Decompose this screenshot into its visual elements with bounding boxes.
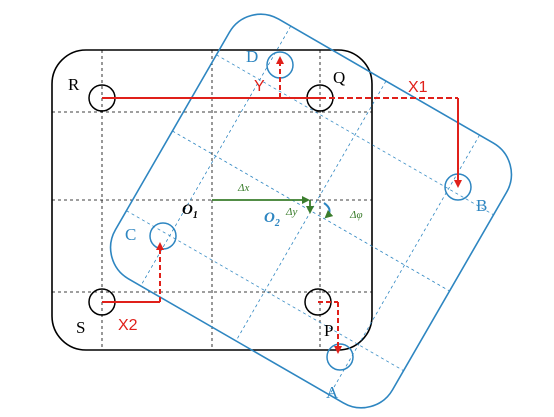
label-Q: Q — [333, 68, 345, 87]
label-origin-1: O1 — [182, 202, 198, 221]
hole-C — [149, 222, 177, 250]
label-A: A — [326, 383, 339, 402]
label-delta-phi: Δφ — [349, 209, 363, 221]
label-Y: Y — [254, 78, 265, 95]
label-delta-x: Δx — [237, 182, 249, 194]
label-delta-y: Δy — [285, 206, 297, 218]
hole-A — [326, 343, 354, 371]
rotated-panel-outline — [109, 13, 513, 409]
label-origin-2: O2 — [264, 210, 280, 229]
label-D: D — [246, 47, 258, 66]
label-X1: X1 — [408, 79, 428, 96]
label-X2: X2 — [118, 317, 138, 334]
label-R: R — [68, 75, 80, 94]
label-P: P — [324, 321, 333, 340]
delta-phi-arc-icon — [323, 202, 334, 219]
rotated-grid — [126, 25, 494, 396]
label-C: C — [125, 225, 136, 244]
label-B: B — [476, 196, 487, 215]
rotated-panel — [109, 13, 513, 409]
label-S: S — [76, 318, 85, 337]
